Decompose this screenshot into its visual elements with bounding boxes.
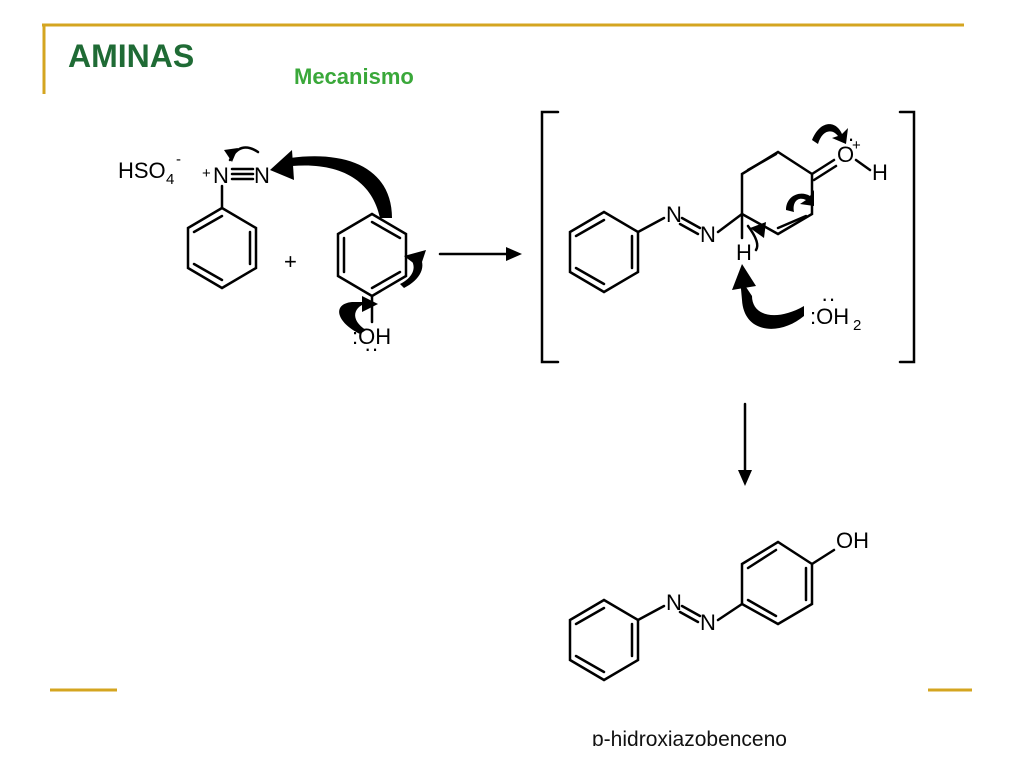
plus-sign: +: [284, 249, 297, 274]
intermediate-h: H: [736, 240, 752, 265]
intermediate-phenyl-ring: [568, 210, 666, 294]
phenol-ring-arrow-head: [404, 250, 426, 268]
intermediate-n1: N: [666, 202, 682, 227]
product-caption: p-hidroxiazobenceno: [592, 728, 787, 746]
reaction-arrow-right-head: [506, 247, 522, 261]
product-n2: N: [700, 610, 716, 635]
hso4-subscript: 4: [166, 171, 174, 188]
water-label: :OH: [810, 304, 849, 329]
triple-bond: [230, 167, 255, 181]
intermediate-o: O: [837, 142, 854, 167]
diazonium-ring: [186, 184, 258, 290]
cyclohexadienone-ring: [740, 150, 838, 240]
intermediate-oh-h: H: [872, 160, 888, 185]
phenol-oh-label: :OH: [352, 324, 391, 349]
big-curly-arrow: [276, 156, 392, 218]
hso4-superscript: -: [176, 151, 181, 168]
curly-arrow-small-head: [224, 148, 238, 162]
reaction-arrow-down-head: [738, 470, 752, 486]
water-curly-arrow-head: [732, 264, 756, 290]
water-lone-pair: ··: [821, 286, 836, 311]
water-curly-arrow: [740, 278, 804, 329]
slide-subtitle: Mecanismo: [294, 64, 414, 89]
diazonium-n2: N: [254, 163, 270, 188]
big-curly-arrow-head: [270, 150, 294, 180]
product-phenol-ring: [740, 540, 836, 626]
intermediate-ring-arrow: [786, 190, 814, 212]
right-bracket: [898, 110, 916, 364]
intermediate-ch-arrow: [746, 224, 759, 252]
intermediate-o-charge: +: [852, 137, 861, 154]
intermediate-o-lone-pair: ··: [840, 126, 855, 151]
phenol-ring: [336, 212, 408, 324]
oh-lone-pair-arrow-head: [362, 296, 378, 312]
water-subscript: 2: [853, 317, 861, 334]
product-n1: N: [666, 590, 682, 615]
left-bracket: [540, 110, 560, 364]
hso4-label: HSO: [118, 158, 166, 183]
diazonium-n1: N: [213, 163, 229, 188]
intermediate-n2: N: [700, 222, 716, 247]
slide-title: AMINAS: [68, 38, 195, 74]
accent-lines: [42, 23, 972, 692]
phenol-lone-pair-dots: ··: [364, 336, 379, 361]
product-phenyl-ring: [568, 598, 666, 682]
intermediate-ch-arrow-head: [750, 222, 766, 238]
oh-lone-pair-arrow: [339, 302, 370, 334]
product-oh-label: OH: [836, 528, 869, 553]
intermediate-top-arrow: [812, 124, 848, 144]
n-plus-charge: +: [202, 165, 211, 182]
